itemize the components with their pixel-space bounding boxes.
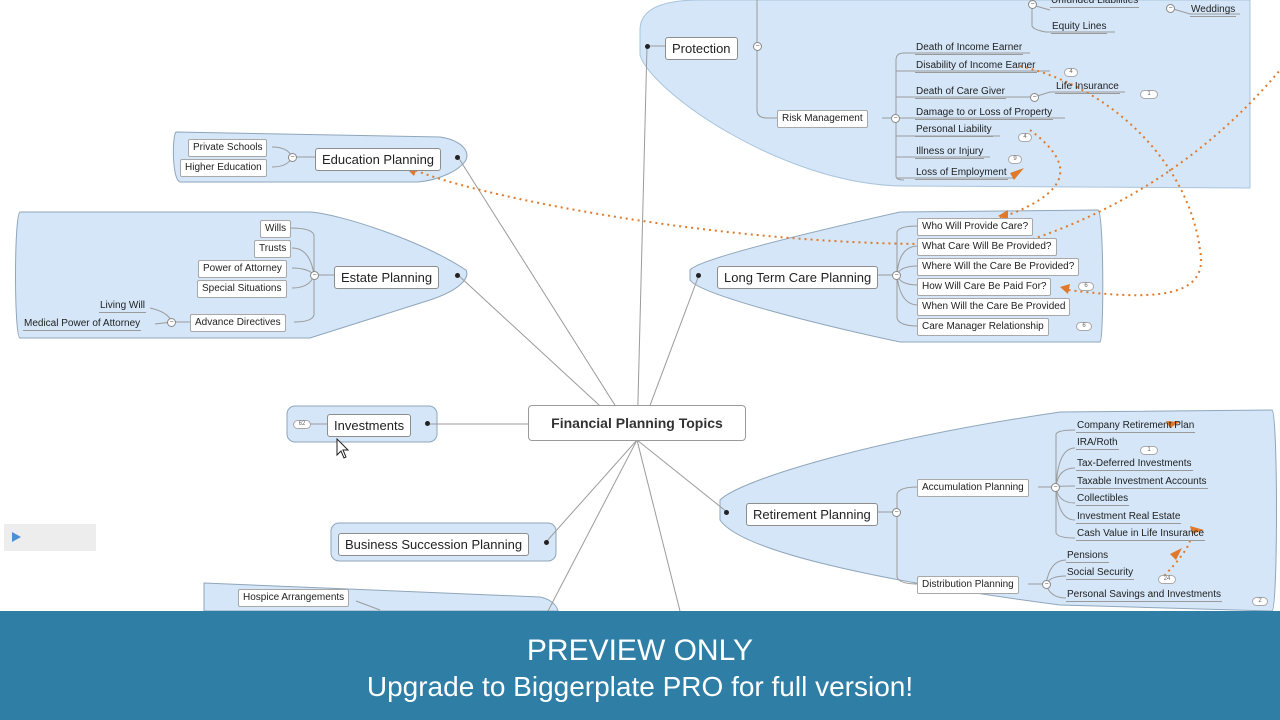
collapse-icon[interactable]: − [1042,580,1051,589]
collapse-icon[interactable]: − [288,153,297,162]
topic-estate-planning[interactable]: Estate Planning [334,266,440,289]
leaf-death-income-earner[interactable]: Death of Income Earner [915,42,1024,55]
collapse-icon[interactable]: − [1051,483,1060,492]
subtopic-advance-directives[interactable]: Advance Directives [190,314,286,332]
leaf-ira-roth[interactable]: IRA/Roth [1076,437,1119,450]
leaf-living-will[interactable]: Living Will [99,300,147,313]
link-education [409,69,1280,245]
leaf-personal-liability[interactable]: Personal Liability [915,124,993,137]
leaf-investment-real-estate[interactable]: Investment Real Estate [1076,511,1182,524]
subtopic-accumulation-planning[interactable]: Accumulation Planning [917,479,1029,497]
leaf-hospice-arrangements[interactable]: Hospice Arrangements [238,589,350,607]
topic-business-succession[interactable]: Business Succession Planning [338,533,530,556]
count-badge: 4 [1018,133,1032,142]
count-badge: 4 [1064,68,1078,77]
leaf-trusts[interactable]: Trusts [254,240,292,258]
leaf-weddings[interactable]: Weddings [1190,4,1237,17]
topic-investments[interactable]: Investments [327,414,412,437]
collapse-icon[interactable]: − [310,271,319,280]
preview-only-text: PREVIEW ONLY [526,634,754,667]
leaf-damage-property[interactable]: Damage to or Loss of Property [915,107,1054,120]
leaf-wills[interactable]: Wills [260,220,292,238]
business-connector-dot [544,540,549,545]
leaf-cash-value-life-insurance[interactable]: Cash Value in Life Insurance [1076,528,1206,541]
link-disability [1019,65,1203,297]
collapse-icon[interactable]: − [891,114,900,123]
count-badge: 24 [1158,575,1176,584]
leaf-special-situations[interactable]: Special Situations [197,280,287,298]
arrow-pointer-icon [336,438,350,459]
count-badge: 1 [1140,90,1158,99]
leaf-life-insurance[interactable]: Life Insurance [1055,81,1120,94]
leaf-how-care-paid[interactable]: How Will Care Be Paid For? [917,278,1052,296]
investments-connector-dot [425,421,430,426]
leaf-when-care-provided[interactable]: When Will the Care Be Provided [917,298,1071,316]
leaf-higher-education[interactable]: Higher Education [180,159,267,177]
leaf-unfunded-liabilities[interactable]: Unfunded Liabilities [1050,0,1140,8]
topic-education-planning[interactable]: Education Planning [315,148,442,171]
count-badge: 1 [1140,446,1158,455]
ltc-connector-dot [696,273,701,278]
upgrade-text: Upgrade to Biggerplate PRO for full vers… [366,671,914,702]
leaf-social-security[interactable]: Social Security [1066,567,1135,580]
play-icon[interactable] [12,532,21,542]
leaf-collectibles[interactable]: Collectibles [1076,493,1130,506]
retirement-connector-dot [724,510,729,515]
leaf-disability-income-earner[interactable]: Disability of Income Earner [915,60,1037,73]
central-topic[interactable]: Financial Planning Topics [528,405,746,441]
leaf-who-provide-care[interactable]: Who Will Provide Care? [917,218,1034,236]
count-badge: 6 [1076,322,1092,331]
player-control[interactable] [4,524,96,551]
leaf-death-care-giver[interactable]: Death of Care Giver [915,86,1006,99]
protection-connector-dot [645,44,650,49]
leaf-private-schools[interactable]: Private Schools [188,139,268,157]
leaf-illness-injury[interactable]: Illness or Injury [915,146,985,159]
collapse-icon[interactable]: − [1028,0,1037,9]
subtopic-distribution-planning[interactable]: Distribution Planning [917,576,1019,594]
count-badge: 9 [1008,155,1022,164]
collapse-icon[interactable]: − [753,42,762,51]
preview-banner[interactable]: PREVIEW ONLY Upgrade to Biggerplate PRO … [0,611,1280,720]
education-connector-dot [455,155,460,160]
leaf-where-care-provided[interactable]: Where Will the Care Be Provided? [917,258,1080,276]
retirement-region [719,409,1277,612]
subtopic-risk-management[interactable]: Risk Management [777,110,868,128]
collapse-icon[interactable]: − [1030,93,1039,102]
collapse-icon[interactable]: − [892,508,901,517]
leaf-tax-deferred[interactable]: Tax-Deferred Investments [1076,458,1193,471]
estate-connector-dot [455,273,460,278]
leaf-equity-lines[interactable]: Equity Lines [1051,21,1108,34]
topic-long-term-care-planning[interactable]: Long Term Care Planning [717,266,879,289]
leaf-pensions[interactable]: Pensions [1066,550,1110,563]
leaf-company-retirement-plan[interactable]: Company Retirement Plan [1076,420,1196,433]
count-badge: 6 [1078,282,1094,291]
leaf-taxable-accounts[interactable]: Taxable Investment Accounts [1076,476,1208,489]
topic-retirement-planning[interactable]: Retirement Planning [746,503,878,526]
count-badge: 2 [1252,597,1268,606]
collapse-icon[interactable]: − [892,271,901,280]
leaf-power-of-attorney[interactable]: Power of Attorney [198,260,287,278]
topic-protection[interactable]: Protection [665,37,738,60]
collapse-icon[interactable]: − [167,318,176,327]
protection-region [639,0,1251,189]
leaf-medical-poa[interactable]: Medical Power of Attorney [23,318,142,331]
leaf-what-care-provided[interactable]: What Care Will Be Provided? [917,238,1057,256]
count-badge[interactable]: 62 [293,420,311,429]
leaf-care-manager[interactable]: Care Manager Relationship [917,318,1049,336]
collapse-icon[interactable]: − [1166,4,1175,13]
leaf-loss-employment[interactable]: Loss of Employment [915,167,1008,180]
leaf-personal-savings[interactable]: Personal Savings and Investments [1066,589,1222,602]
